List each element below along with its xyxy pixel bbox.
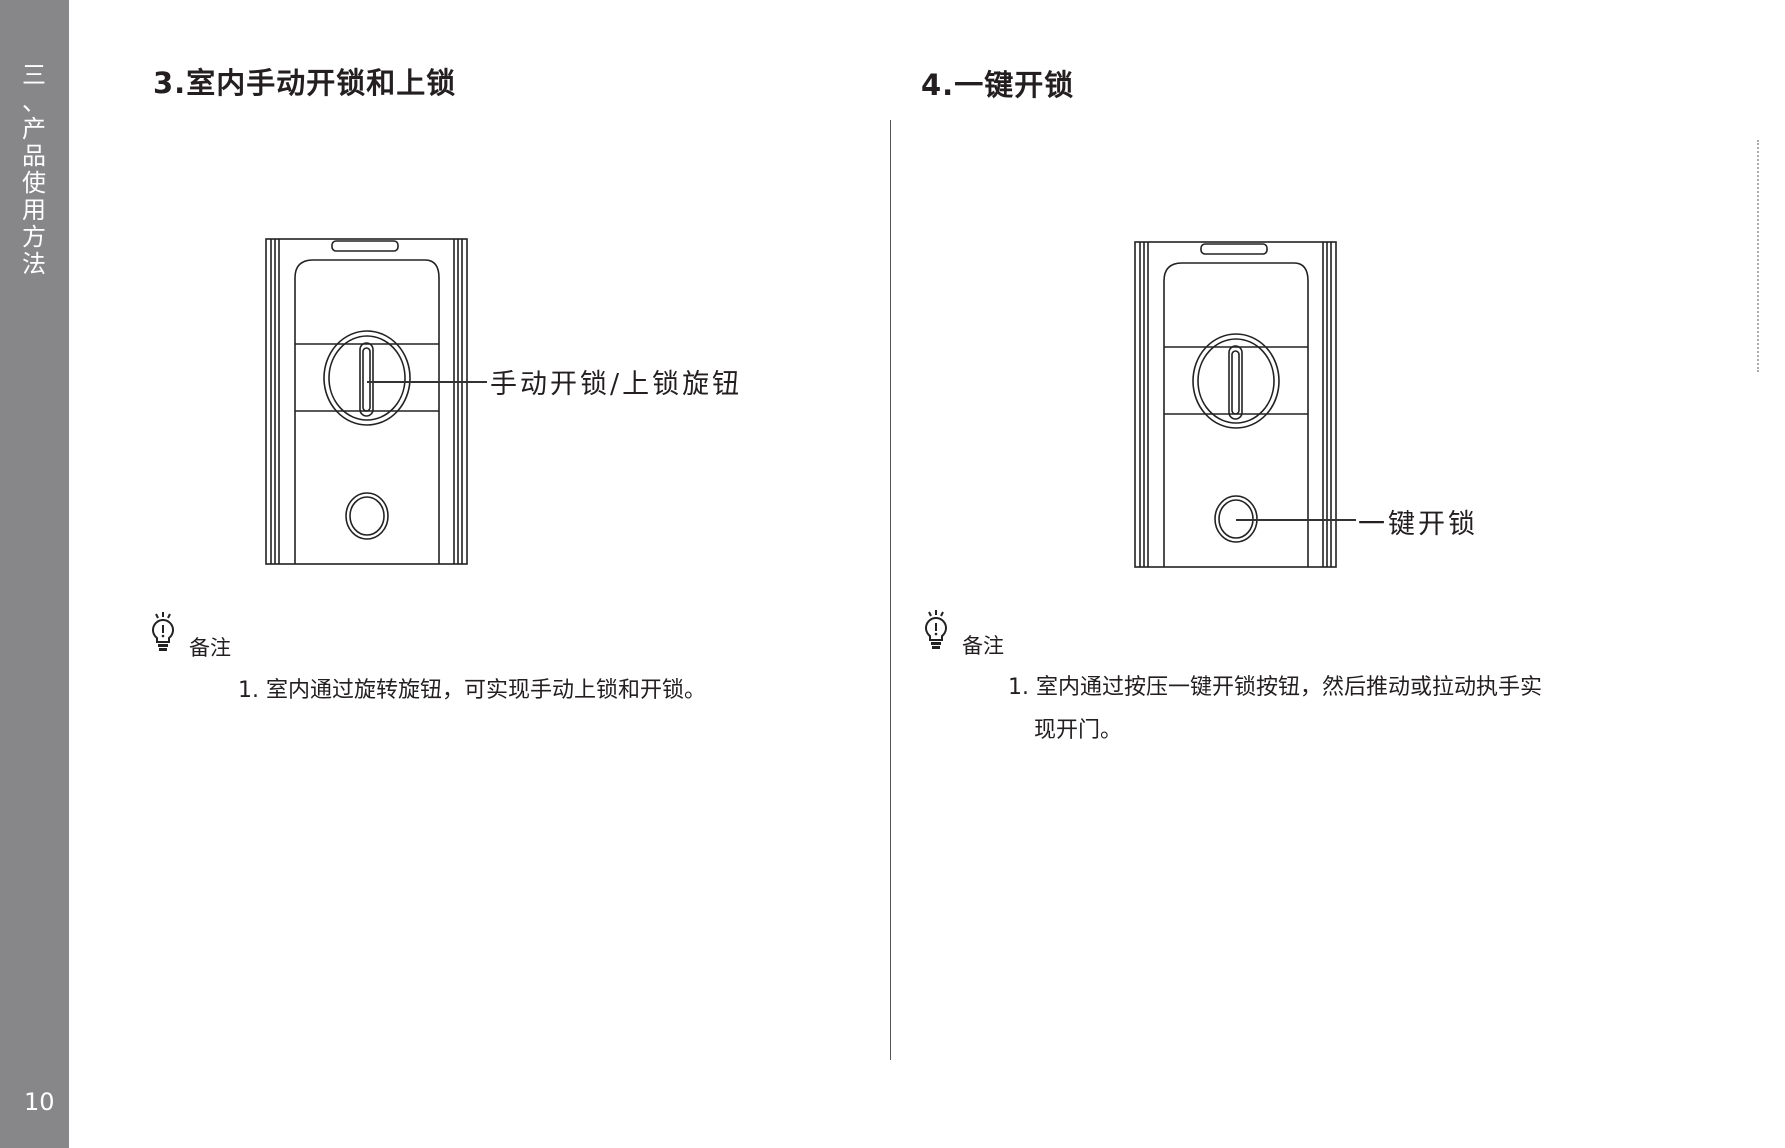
- chapter-char: 法: [22, 250, 46, 278]
- page-number: 10: [24, 1088, 55, 1116]
- callout-leader-line: [367, 381, 487, 383]
- chapter-title: 三 、 产 品 使 用 方 法: [16, 62, 52, 278]
- note-label: 备注: [189, 636, 231, 660]
- note-line: 1. 室内通过按压一键开锁按钮，然后推动或拉动执手实: [1008, 675, 1542, 700]
- callout-leader-line: [1236, 519, 1356, 521]
- callout-one-key-button: 一键开锁: [1358, 509, 1478, 540]
- callout-manual-knob: 手动开锁/上锁旋钮: [490, 369, 743, 400]
- chapter-char: 使: [22, 169, 46, 197]
- section-title-manual-lock: 3.室内手动开锁和上锁: [153, 66, 457, 100]
- lock-illustration-manual: [265, 238, 468, 565]
- dotted-margin-line: [1757, 140, 1759, 372]
- section-title-one-key-unlock: 4.一键开锁: [921, 68, 1075, 102]
- chapter-char: 方: [22, 223, 46, 251]
- chapter-char: 、: [22, 88, 46, 116]
- chapter-char: 用: [22, 196, 46, 224]
- column-divider: [890, 120, 891, 1060]
- chapter-char: 品: [22, 142, 46, 170]
- chapter-char: 三: [22, 61, 46, 89]
- chapter-sidebar: 三 、 产 品 使 用 方 法 10: [0, 0, 69, 1148]
- chapter-char: 产: [22, 115, 46, 143]
- note-label: 备注: [962, 634, 1004, 658]
- note-line: 现开门。: [1034, 718, 1123, 743]
- lock-illustration-one-key: [1134, 241, 1337, 568]
- note-line: 1. 室内通过旋转旋钮，可实现手动上锁和开锁。: [238, 678, 706, 703]
- lightbulb-icon: [152, 612, 174, 651]
- lightbulb-icon: [925, 610, 947, 649]
